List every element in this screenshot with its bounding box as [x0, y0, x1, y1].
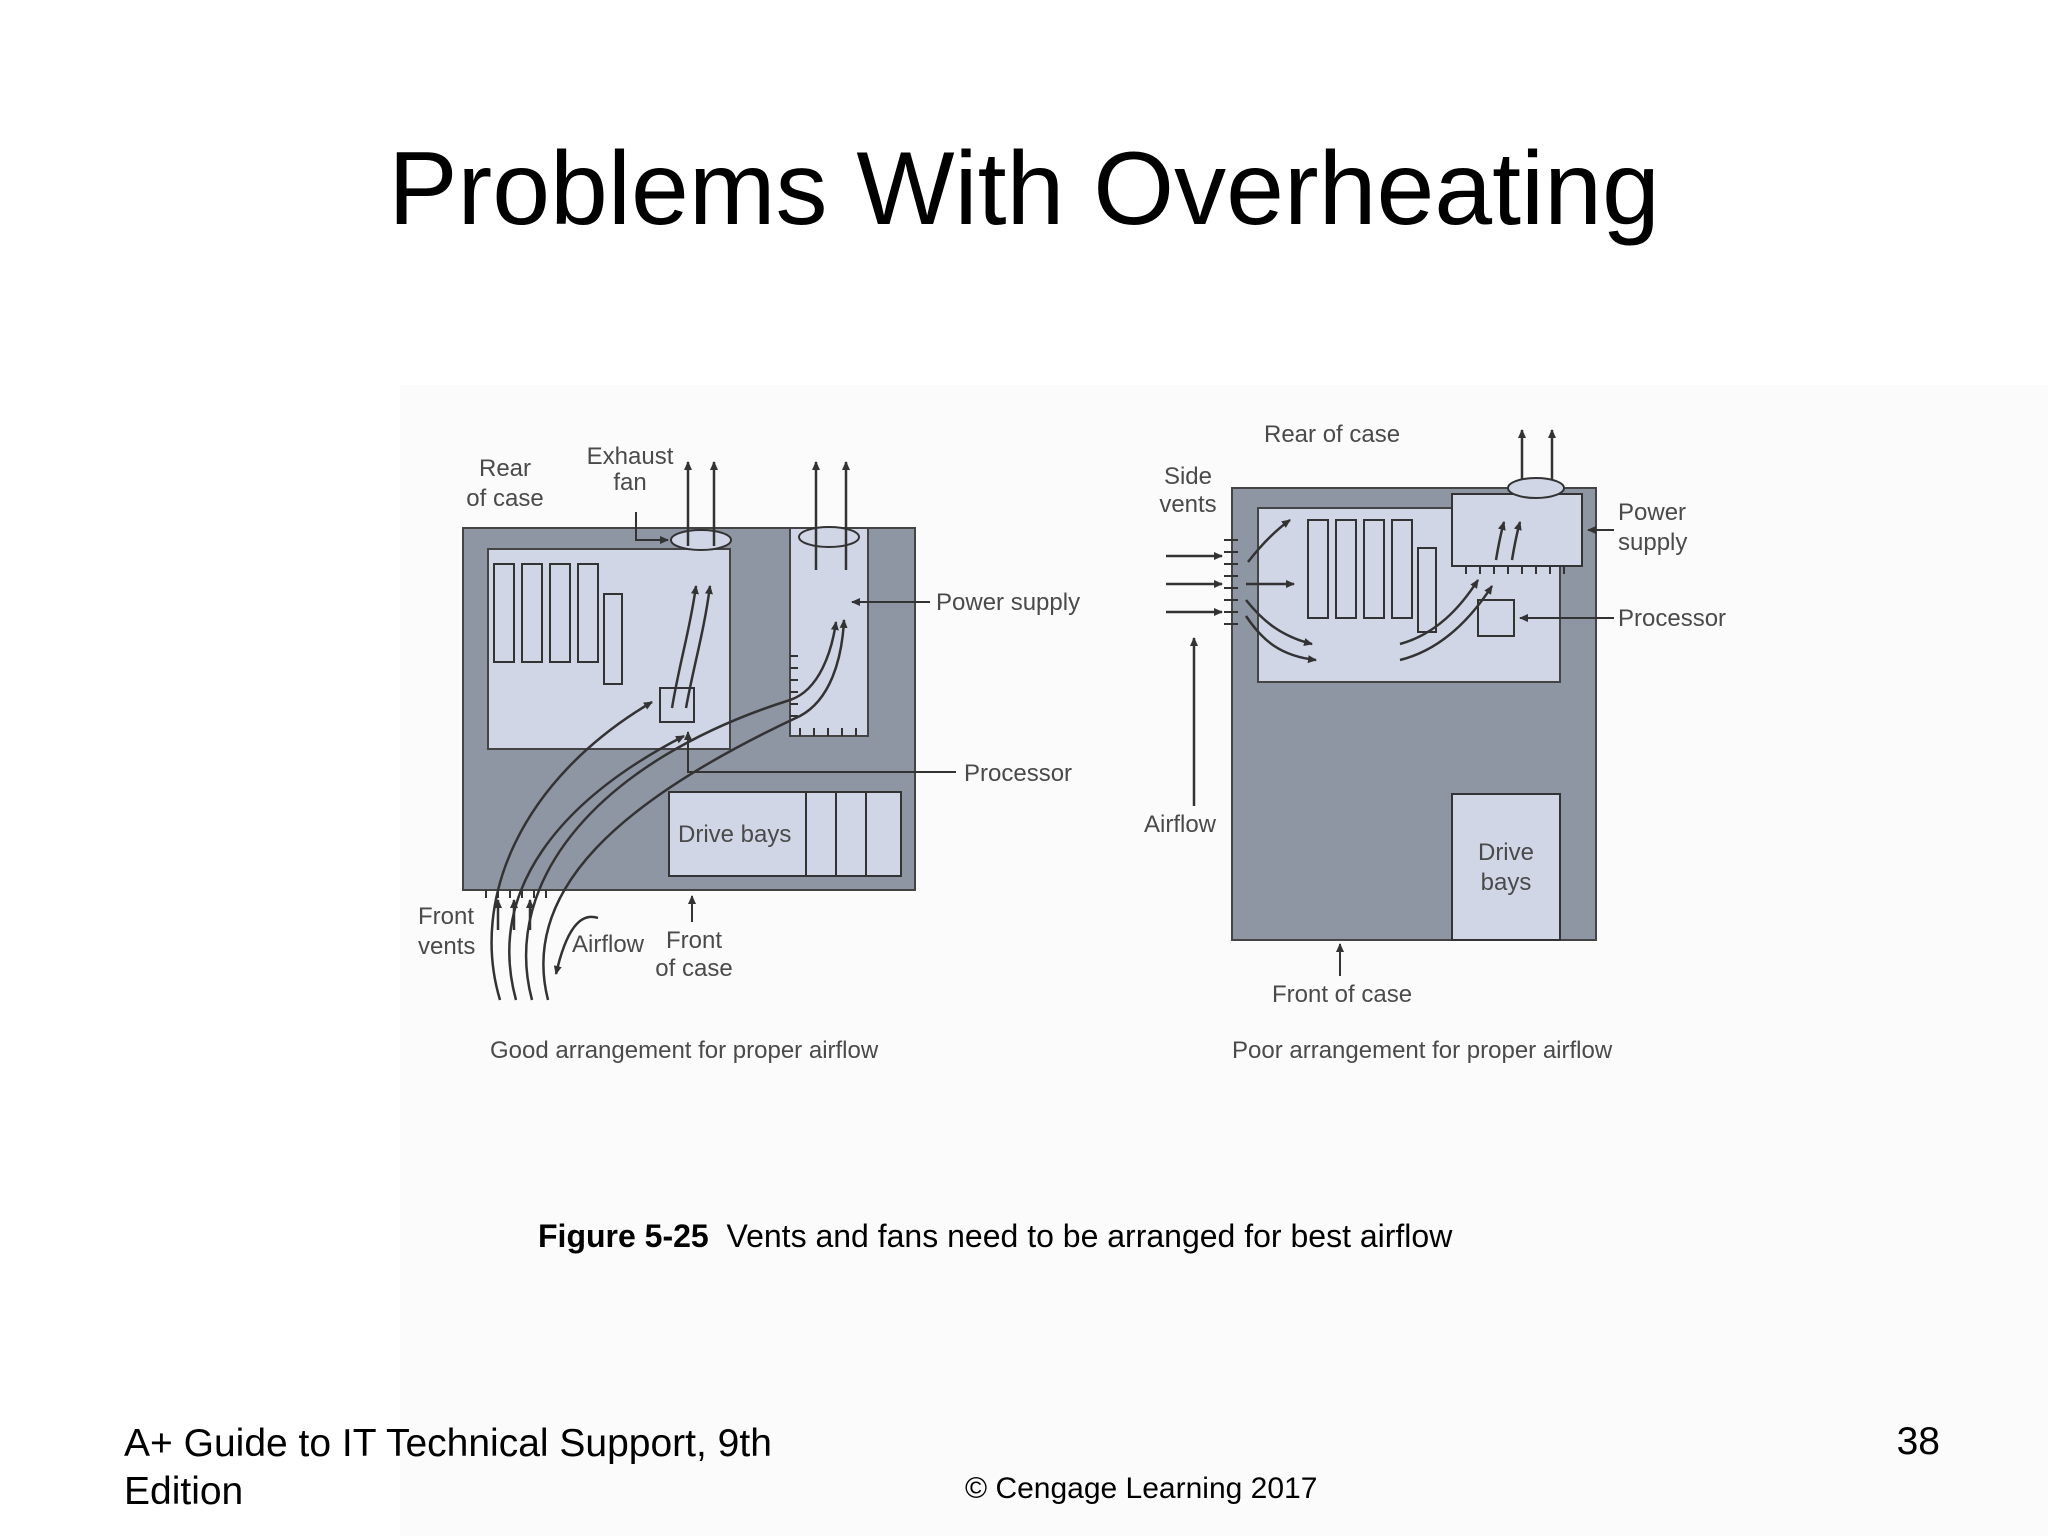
- poor-drive-bays-label-2: bays: [1481, 869, 1532, 896]
- good-airflow-label: Airflow: [572, 931, 645, 958]
- figure-number: Figure 5-25: [538, 1218, 709, 1254]
- good-exhaust-fan: [670, 529, 732, 551]
- good-power-supply-label: Power supply: [936, 589, 1080, 616]
- page-number: 38: [1896, 1420, 1940, 1463]
- poor-slot: [1391, 519, 1413, 619]
- good-processor-label: Processor: [964, 760, 1072, 787]
- good-psu-fan: [798, 526, 860, 548]
- poor-subcaption: Poor arrangement for proper airflow: [1232, 1037, 1613, 1064]
- poor-psu-fan: [1507, 477, 1565, 499]
- poor-rear-of-case-label: Rear of case: [1264, 421, 1400, 448]
- good-slot: [493, 563, 515, 663]
- good-subcaption: Good arrangement for proper airflow: [490, 1037, 879, 1064]
- slide-title: Problems With Overheating: [388, 131, 1660, 247]
- good-front-vents-label-2: vents: [418, 933, 475, 960]
- poor-slot: [1363, 519, 1385, 619]
- good-arrangement-diagram: Rear of case Exhaust fan Power supply Pr…: [418, 443, 1080, 1064]
- poor-slot: [1307, 519, 1329, 619]
- poor-front-of-case-label: Front of case: [1272, 981, 1412, 1008]
- good-power-supply: [789, 527, 869, 737]
- poor-airflow-label: Airflow: [1144, 811, 1217, 838]
- good-slot: [577, 563, 599, 663]
- poor-power-supply-label-1: Power: [1618, 499, 1686, 526]
- poor-side-vents-label-2: vents: [1159, 491, 1216, 518]
- poor-side-vents-label-1: Side: [1164, 463, 1212, 490]
- book-title: A+ Guide to IT Technical Support, 9th Ed…: [124, 1422, 772, 1513]
- good-exhaust-fan-label-2: fan: [613, 469, 646, 496]
- figure-caption: Figure 5-25 Vents and fans need to be ar…: [538, 1218, 1452, 1255]
- poor-processor-label: Processor: [1618, 605, 1726, 632]
- good-drive-bays-label: Drive bays: [678, 821, 791, 848]
- good-slot: [549, 563, 571, 663]
- copyright: © Cengage Learning 2017: [965, 1472, 1318, 1505]
- good-rear-of-case-label-1: Rear: [479, 455, 531, 482]
- poor-power-supply-label-2: supply: [1618, 529, 1687, 556]
- poor-drive-bays: [1451, 793, 1561, 941]
- good-slot: [603, 593, 623, 685]
- good-rear-of-case-label-2: of case: [466, 485, 543, 512]
- figure-caption-text: Vents and fans need to be arranged for b…: [726, 1218, 1453, 1254]
- good-exhaust-fan-label-1: Exhaust: [587, 443, 674, 470]
- poor-arrangement-diagram: Rear of case Side vents Power supply Pro…: [1144, 421, 1726, 1064]
- poor-slot: [1335, 519, 1357, 619]
- good-slot: [521, 563, 543, 663]
- poor-processor: [1477, 599, 1515, 637]
- good-front-vents-label-1: Front: [418, 903, 474, 930]
- good-drive-bays: [668, 791, 902, 877]
- poor-drive-bays-label-1: Drive: [1478, 839, 1534, 866]
- poor-slot: [1417, 547, 1437, 633]
- good-front-of-case-label-2: of case: [655, 955, 732, 982]
- good-front-of-case-label-1: Front: [666, 927, 722, 954]
